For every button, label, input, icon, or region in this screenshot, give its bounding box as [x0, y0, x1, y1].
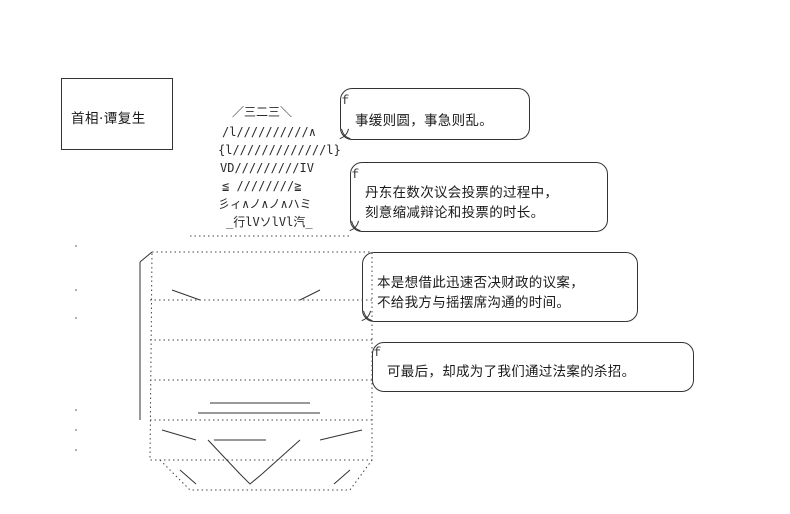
bubble-4-line-1: 可最后，却成为了我们通过法案的杀招。	[387, 364, 636, 380]
art-dot	[75, 245, 77, 247]
art-brow-left	[171, 289, 201, 301]
art-body-box	[149, 251, 373, 461]
bubble-3-line-2: 不给我方与摇摆席沟通的时间。	[377, 295, 571, 311]
speech-bubble-3: 本是想借此迅速否决财政的议案， 不给我方与摇摆席沟通的时间。 乂	[361, 252, 638, 323]
art-dot	[75, 409, 77, 411]
art-hair-row: ≦ ////////≧	[222, 179, 302, 193]
speech-bubble-4: ｆ 可最后，却成为了我们通过法案的杀招。	[371, 342, 694, 392]
art-brow-right	[299, 289, 321, 301]
art-collar-right	[319, 429, 363, 441]
art-jacket-left	[179, 469, 197, 485]
speech-bubble-2: ｆ 丹东在数次议会投票的过程中， 刻意缩减辩论和投票的时长。 乂	[349, 162, 608, 233]
art-lapel-left	[207, 439, 241, 475]
bubble-open-mark: ｆ	[339, 93, 352, 107]
bubble-close-mark: 乂	[349, 219, 362, 233]
art-hair-top: ／三二三＼	[232, 105, 293, 119]
art-left-shoulder	[139, 251, 153, 263]
speech-bubble-1: ｆ 事缓则圆，事急则乱。 乂	[339, 88, 530, 141]
bubble-2-line-1: 丹东在数次议会投票的过程中，	[365, 185, 559, 201]
art-lapel-right	[261, 439, 301, 475]
art-hair-row: {l/////////////l}	[218, 143, 341, 157]
art-hair-row: 彡ィ∧ノ∧ノ∧ハミ	[218, 197, 312, 211]
bubble-open-mark: ｆ	[371, 345, 384, 359]
art-hair-row: /l//////////∧	[222, 125, 316, 139]
art-dot	[75, 449, 77, 451]
art-hair-row: _行lVソlVl汽_	[226, 215, 313, 229]
bubble-1-line-1: 事缓则圆，事急则乱。	[355, 113, 493, 129]
name-caption-box: 首相·谭复生	[61, 78, 173, 150]
art-collar-point	[239, 473, 263, 485]
bubble-close-mark: 乂	[361, 309, 374, 323]
bubble-close-mark: 乂	[339, 127, 352, 141]
art-dot	[75, 317, 77, 319]
art-dot	[75, 289, 77, 291]
art-collar-left	[161, 429, 197, 441]
bubble-2-line-2: 刻意缩减辩论和投票的时长。	[365, 205, 545, 221]
speaker-name: 首相·谭复生	[71, 111, 146, 127]
art-dot	[75, 429, 77, 431]
art-hair-row: VD/////////IV	[220, 161, 314, 175]
bubble-3-line-1: 本是想借此迅速否决财政的议案，	[377, 275, 584, 291]
art-jacket-right	[333, 469, 351, 485]
art-body-bottom	[159, 459, 373, 491]
bubble-open-mark: ｆ	[349, 167, 362, 181]
